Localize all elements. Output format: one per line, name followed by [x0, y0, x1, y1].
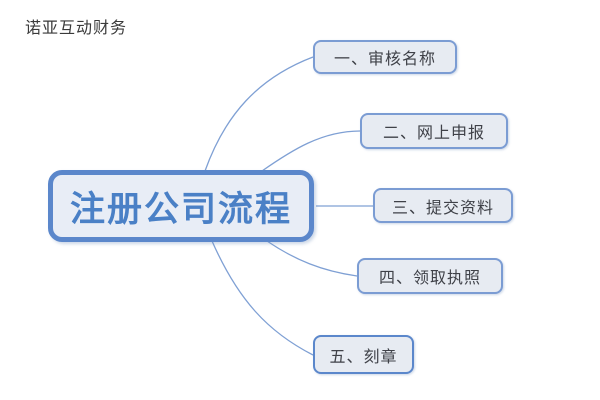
branch-node-label: 四、领取执照	[378, 270, 481, 287]
branch-node-label: 二、网上申报	[382, 125, 485, 142]
connector-line-2	[261, 130, 361, 172]
branch-node-submit-materials[interactable]: 三、提交资料	[373, 188, 513, 223]
connector-line-5	[211, 240, 314, 356]
connector-line-4	[266, 240, 358, 277]
root-node-label: 注册公司流程	[69, 189, 292, 229]
root-node[interactable]: 注册公司流程	[48, 170, 314, 242]
branch-node-label: 一、审核名称	[333, 51, 436, 68]
branch-node-label: 三、提交资料	[391, 199, 494, 217]
branch-node-engrave-seal[interactable]: 五、刻章	[313, 335, 414, 374]
branch-node-online-declaration[interactable]: 二、网上申报	[360, 113, 508, 149]
branch-node-review-name[interactable]: 一、审核名称	[313, 40, 457, 74]
brand-watermark: 诺亚互动财务	[25, 20, 128, 37]
connector-line-1	[204, 56, 314, 172]
branch-node-collect-license[interactable]: 四、领取执照	[357, 258, 503, 294]
branch-node-label: 五、刻章	[329, 348, 398, 366]
